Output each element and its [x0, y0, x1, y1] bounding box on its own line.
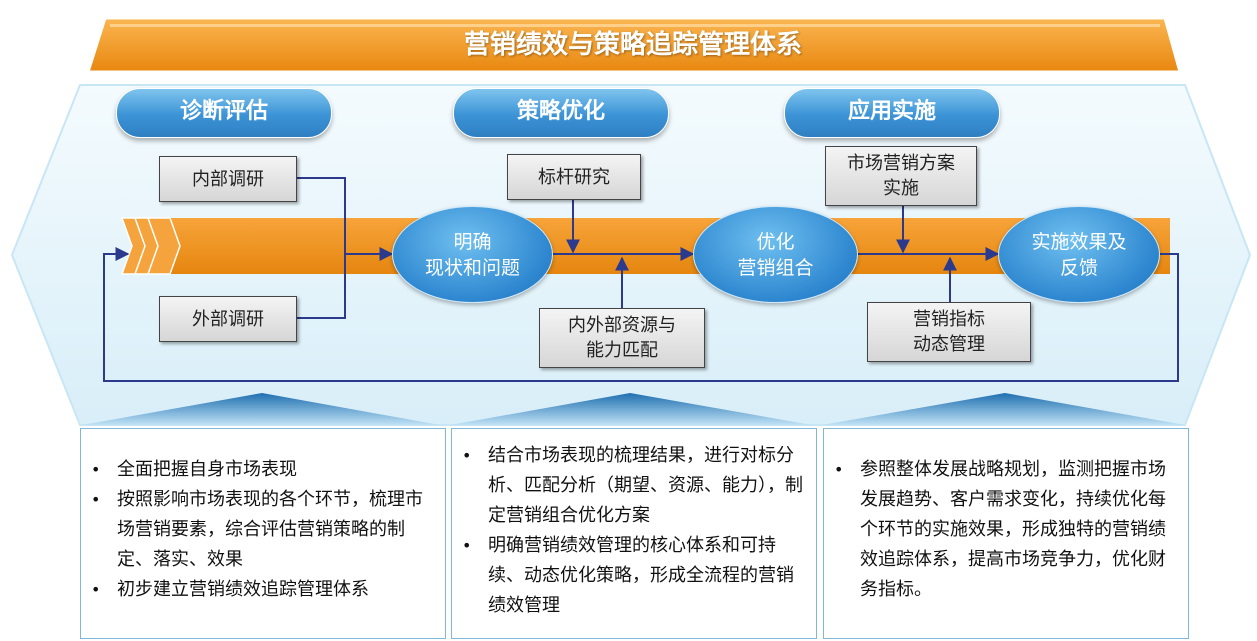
panel-implementation-list: 参照整体发展战略规划，监测把握市场发展趋势、客户需求变化，持续优化每个环节的实施…: [834, 455, 1176, 605]
box-market-plan: 市场营销方案 实施: [825, 146, 977, 206]
panel-diagnosis-item: 全面把握自身市场表现: [91, 455, 433, 485]
phase-pill-strategy: 策略优化: [453, 88, 669, 138]
panel-diagnosis-item: 按照影响市场表现的各个环节，梳理市场营销要素，综合评估营销策略的制定、落实、效果: [91, 485, 433, 575]
box-external-research: 外部调研: [159, 296, 297, 342]
line-internal: [297, 177, 346, 254]
box-internal-research: 内部调研: [159, 156, 297, 202]
panel-pointer-2: [450, 393, 812, 425]
panel-strategy: 结合市场表现的梳理结果，进行对标分析、匹配分析（期望、资源、能力），制定营销组合…: [451, 428, 817, 639]
stage-ellipse-optimize: 优化 营销组合: [693, 206, 858, 303]
band-chevron-3: [146, 217, 181, 275]
panel-strategy-list: 结合市场表现的梳理结果，进行对标分析、匹配分析（期望、资源、能力），制定营销组合…: [462, 441, 804, 621]
phase-pill-implementation: 应用实施: [784, 88, 1000, 138]
panel-pointer-1: [82, 393, 440, 425]
box-kpi-management: 营销指标 动态管理: [867, 302, 1031, 362]
box-benchmark: 标杆研究: [507, 154, 641, 200]
panel-strategy-item: 明确营销绩效管理的核心体系和可持续、动态优化策略，形成全流程的营销绩效管理: [462, 531, 804, 621]
line-external: [297, 254, 346, 319]
line-feedback-loop: [103, 247, 1179, 382]
title-banner-top-shade: [110, 24, 1160, 27]
panel-diagnosis-item: 初步建立营销绩效追踪管理体系: [91, 575, 433, 605]
stage-ellipse-clarify: 明确 现状和问题: [392, 206, 553, 303]
phase-pill-diagnosis: 诊断评估: [116, 88, 332, 138]
box-resource-match: 内外部资源与 能力匹配: [539, 308, 705, 368]
page-title: 营销绩效与策略追踪管理体系: [463, 30, 802, 60]
panel-diagnosis: 全面把握自身市场表现 按照影响市场表现的各个环节，梳理市场营销要素，综合评估营销…: [80, 428, 446, 639]
panel-strategy-item: 结合市场表现的梳理结果，进行对标分析、匹配分析（期望、资源、能力），制定营销组合…: [462, 441, 804, 531]
panel-implementation-item: 参照整体发展战略规划，监测把握市场发展趋势、客户需求变化，持续优化每个环节的实施…: [834, 455, 1176, 605]
connectors: [103, 177, 1179, 382]
stage-ellipse-feedback: 实施效果及 反馈: [998, 206, 1160, 303]
title-banner-shape: [85, 16, 1182, 74]
panel-diagnosis-list: 全面把握自身市场表现 按照影响市场表现的各个环节，梳理市场营销要素，综合评估营销…: [91, 455, 433, 605]
panel-implementation: 参照整体发展战略规划，监测把握市场发展趋势、客户需求变化，持续优化每个环节的实施…: [823, 428, 1189, 639]
panel-pointer-3: [822, 393, 1185, 425]
